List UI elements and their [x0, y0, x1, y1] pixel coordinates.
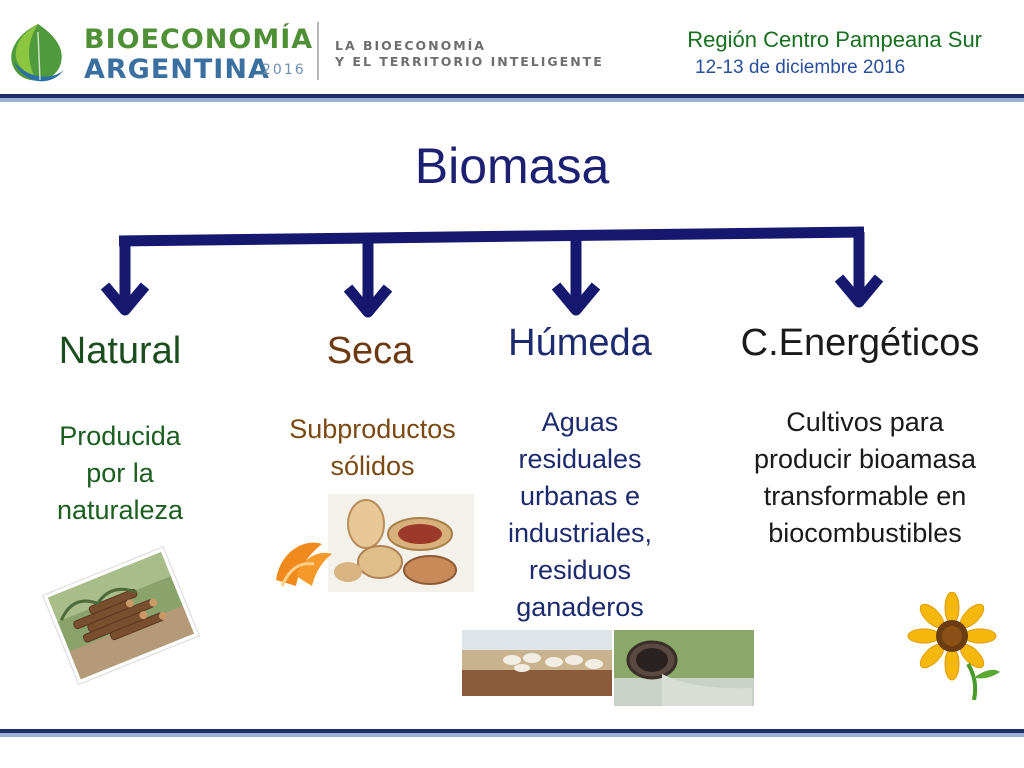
firewood-pile-photo [42, 546, 200, 686]
header-rule [0, 94, 1024, 98]
category-natural-description: Producida por la naturaleza [56, 421, 184, 525]
footer-rule [0, 729, 1024, 733]
logo-leaf-icon [11, 24, 64, 82]
branch-connectors [100, 226, 884, 318]
tagline-line1: LA BIOECONOMÍA [335, 38, 486, 53]
category-seca-description: Subproductos sólidos [289, 414, 456, 481]
region-label: Región Centro Pampeana Sur [687, 27, 982, 52]
diagram-title: Biomasa [414, 138, 610, 194]
header-rule-shadow [0, 98, 1024, 102]
event-dates: 12-13 de diciembre 2016 [695, 57, 906, 78]
category-humeda-description: Aguas residuales urbanas e industriales,… [507, 407, 653, 622]
arrow-humeda [551, 238, 601, 316]
category-energeticos-description: Cultivos para producir bioamasa transfor… [753, 407, 977, 548]
footer-rule-shadow [0, 733, 1024, 737]
logo-year: 2016 [262, 62, 306, 78]
arrow-energeticos [834, 232, 884, 308]
tagline-line2: Y EL TERRITORIO INTELIGENTE [335, 54, 604, 69]
branch-bar [118, 226, 865, 247]
category-humeda-label: Húmeda [508, 322, 652, 364]
category-seca-label: Seca [326, 330, 414, 372]
orange-peel-peanuts-photo [276, 494, 474, 592]
logo-word-bioeconomia: BIOECONOMÍA [84, 24, 314, 55]
arrow-seca [343, 240, 393, 318]
logo-word-argentina: ARGENTINA [84, 54, 270, 85]
category-energeticos-label: C.Energéticos [740, 322, 980, 364]
sunflower-photo [907, 592, 1000, 700]
logo-divider [317, 22, 319, 80]
livestock-wastewater-photo [462, 630, 754, 706]
category-natural-label: Natural [58, 330, 182, 372]
arrow-natural [100, 241, 150, 316]
